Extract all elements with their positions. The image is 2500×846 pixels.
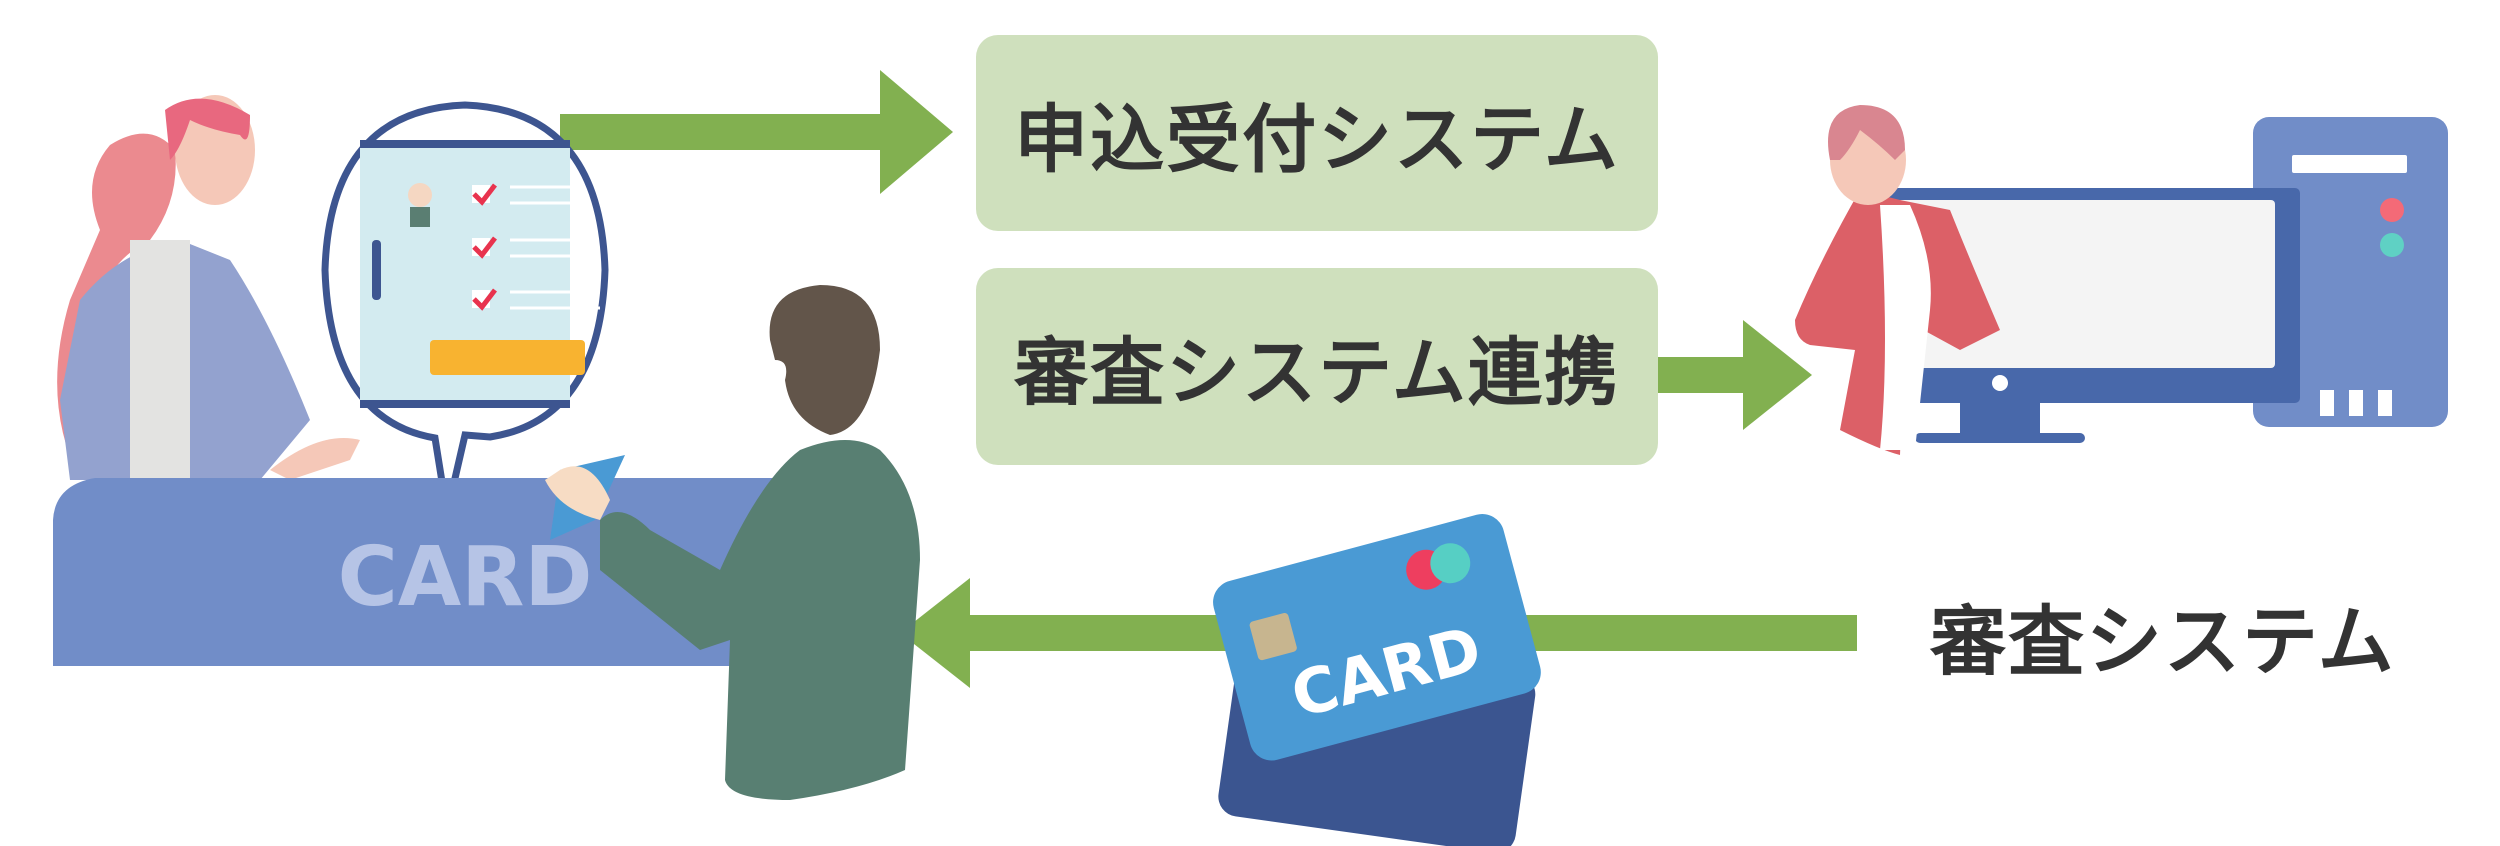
customer-illustration [545,285,920,800]
credit-card-illustration: CARD [1213,514,1541,846]
application-screen-bubble [321,101,609,565]
application-system-label: 申込受付システム [1014,96,1620,183]
receptionist-illustration [57,95,360,481]
review-system-label: 審査システム [1930,597,2396,686]
counter-card-label: CARD [338,530,593,625]
review-integration-label: 審査システム連携 [1014,330,1620,416]
application-system-box: 申込受付システム [976,35,1658,231]
review-integration-box: 審査システム連携 [976,268,1658,465]
arrow-to-application-system [560,70,953,194]
review-system-illustration [1795,105,2448,455]
arrow-to-review-system [1658,320,1812,430]
